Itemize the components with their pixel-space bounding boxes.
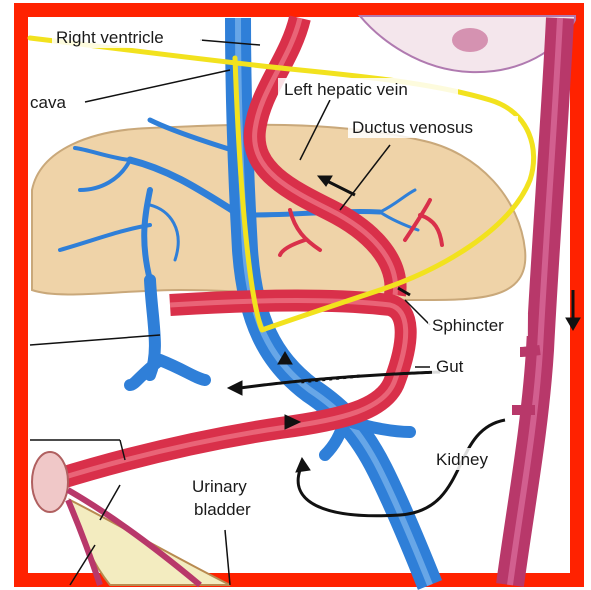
label-kidney: Kidney: [436, 450, 488, 469]
umbilicus: [32, 452, 68, 512]
label-sphincter: Sphincter: [432, 316, 504, 335]
label-ductus-venosus: Ductus venosus: [352, 118, 473, 137]
label-cava: cava: [30, 93, 66, 112]
label-gut: Gut: [436, 357, 464, 376]
label-right-ventricle: Right ventricle: [56, 28, 164, 47]
label-bladder: bladder: [194, 500, 251, 519]
label-urinary: Urinary: [192, 477, 247, 496]
label-left-hepatic-vein: Left hepatic vein: [284, 80, 408, 99]
